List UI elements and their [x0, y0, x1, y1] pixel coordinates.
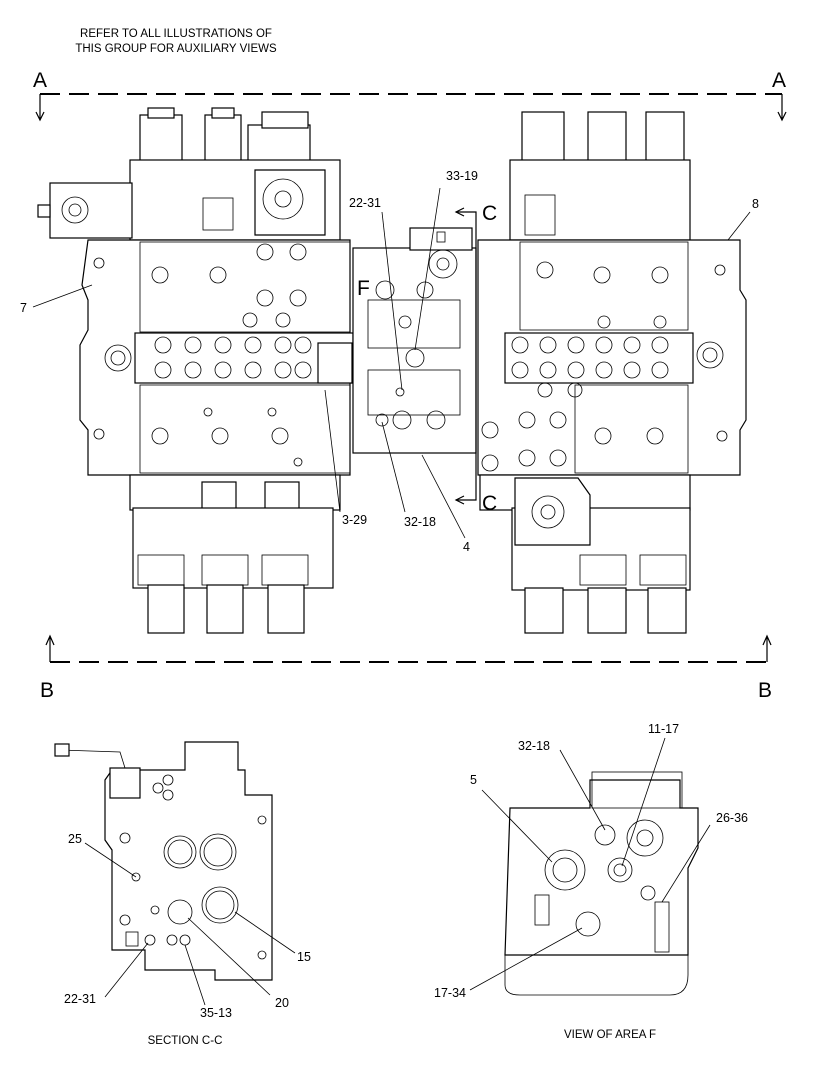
callout-32-18-view-f: 32-18 — [518, 739, 550, 753]
section-a-right-label: A — [772, 69, 786, 92]
callout-4: 4 — [463, 540, 470, 554]
section-a-left-label: A — [33, 69, 47, 92]
view-f — [504, 771, 699, 996]
note-line-1: REFER TO ALL ILLUSTRATIONS OF — [80, 28, 272, 40]
callout-5: 5 — [470, 773, 477, 787]
callout-35-13: 35-13 — [200, 1006, 232, 1020]
callout-22-31-main: 22-31 — [349, 196, 381, 210]
callout-33-19: 33-19 — [446, 169, 478, 183]
section-cc-caption: SECTION C-C — [148, 1035, 223, 1047]
note-line-2: THIS GROUP FOR AUXILIARY VIEWS — [75, 43, 277, 55]
callout-3-29: 3-29 — [342, 513, 367, 527]
callout-15: 15 — [297, 950, 311, 964]
section-c-bottom-label: C — [482, 492, 497, 515]
main-leader-lines — [32, 187, 751, 539]
right-valve-body — [477, 111, 747, 634]
section-c-top-label: C — [482, 202, 497, 225]
section-line-a — [35, 93, 787, 122]
callout-22-31-section: 22-31 — [64, 992, 96, 1006]
callout-26-36: 26-36 — [716, 811, 748, 825]
callout-20: 20 — [275, 996, 289, 1010]
callout-17-34: 17-34 — [434, 986, 466, 1000]
view-f-leaders — [469, 737, 711, 991]
callout-25: 25 — [68, 832, 82, 846]
section-cc-leaders — [84, 842, 296, 1006]
left-valve-body — [37, 107, 354, 634]
section-b-right-label: B — [758, 679, 772, 702]
view-f-caption: VIEW OF AREA F — [564, 1029, 656, 1041]
section-line-b — [45, 634, 772, 663]
callout-8: 8 — [752, 197, 759, 211]
center-plate — [352, 227, 477, 454]
callout-32-18-main: 32-18 — [404, 515, 436, 529]
callout-11-17: 11-17 — [648, 722, 679, 736]
section-b-left-label: B — [40, 679, 54, 702]
section-line-c — [454, 207, 477, 505]
callout-7: 7 — [20, 301, 27, 315]
area-f-label: F — [357, 277, 370, 300]
section-cc-view — [54, 741, 273, 981]
